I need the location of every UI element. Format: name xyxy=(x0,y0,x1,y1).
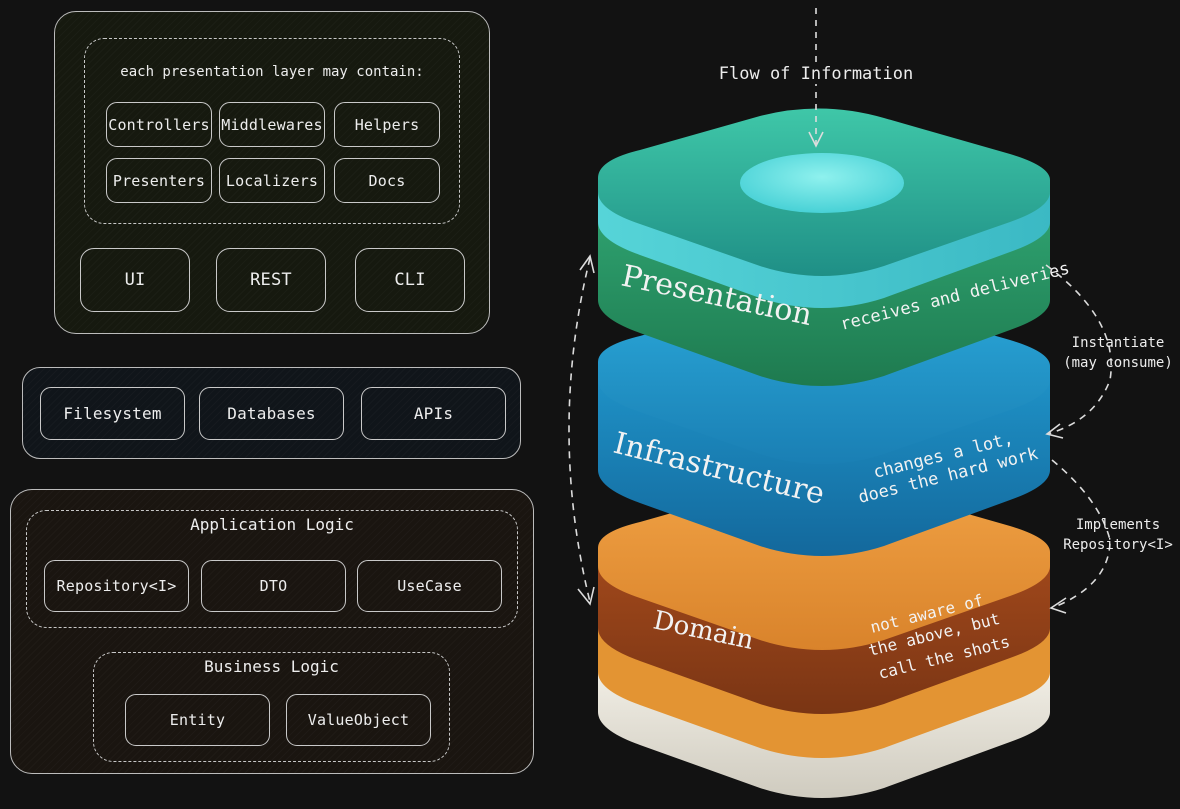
component-presenters: Presenters xyxy=(106,158,212,203)
app-usecase: UseCase xyxy=(357,560,502,612)
delivery-rest: REST xyxy=(216,248,326,312)
left-arrowhead-bottom xyxy=(577,586,595,606)
business-logic-group xyxy=(93,652,450,762)
business-logic-title: Business Logic xyxy=(204,657,339,676)
app-repository: Repository<I> xyxy=(44,560,189,612)
infra-filesystem: Filesystem xyxy=(40,387,185,440)
left-arrowhead-top xyxy=(579,254,595,274)
instantiate-arrow xyxy=(1045,264,1112,435)
implements-arrow xyxy=(1051,459,1111,609)
implements-arrowhead xyxy=(1049,597,1067,614)
delivery-ui: UI xyxy=(80,248,190,312)
left-dependency-arrow xyxy=(568,257,591,603)
component-docs: Docs xyxy=(334,158,440,203)
instantiate-arrowhead xyxy=(1045,423,1064,439)
application-logic-title: Application Logic xyxy=(190,515,354,534)
instantiate-label: Instantiate (may consume) xyxy=(1052,333,1180,373)
presentation-caption: each presentation layer may contain: xyxy=(120,64,424,80)
biz-valueobject: ValueObject xyxy=(286,694,431,746)
biz-entity: Entity xyxy=(125,694,270,746)
flow-arrowhead xyxy=(808,131,824,148)
instantiate-label-line1: Instantiate xyxy=(1071,335,1165,351)
instantiate-label-line2: (may consume) xyxy=(1063,355,1173,371)
infrastructure-panel: Filesystem Databases APIs xyxy=(22,367,521,459)
presentation-components-group xyxy=(84,38,460,224)
infra-apis: APIs xyxy=(361,387,506,440)
implements-label: Implements Repository<I> xyxy=(1052,515,1180,555)
component-helpers: Helpers xyxy=(334,102,440,147)
component-controllers: Controllers xyxy=(106,102,212,147)
component-localizers: Localizers xyxy=(219,158,325,203)
implements-label-line2: Repository<I> xyxy=(1063,537,1173,553)
application-logic-group xyxy=(26,510,518,628)
component-middlewares: Middlewares xyxy=(219,102,325,147)
presentation-disc xyxy=(740,153,904,213)
implements-label-line1: Implements xyxy=(1075,517,1161,533)
presentation-layer xyxy=(598,108,1050,386)
delivery-cli: CLI xyxy=(355,248,465,312)
flow-of-information-label: Flow of Information xyxy=(700,64,932,84)
presentation-panel: each presentation layer may contain: Con… xyxy=(54,11,490,334)
infra-databases: Databases xyxy=(199,387,344,440)
app-dto: DTO xyxy=(201,560,346,612)
domain-panel: Application Logic Repository<I> DTO UseC… xyxy=(10,489,534,774)
